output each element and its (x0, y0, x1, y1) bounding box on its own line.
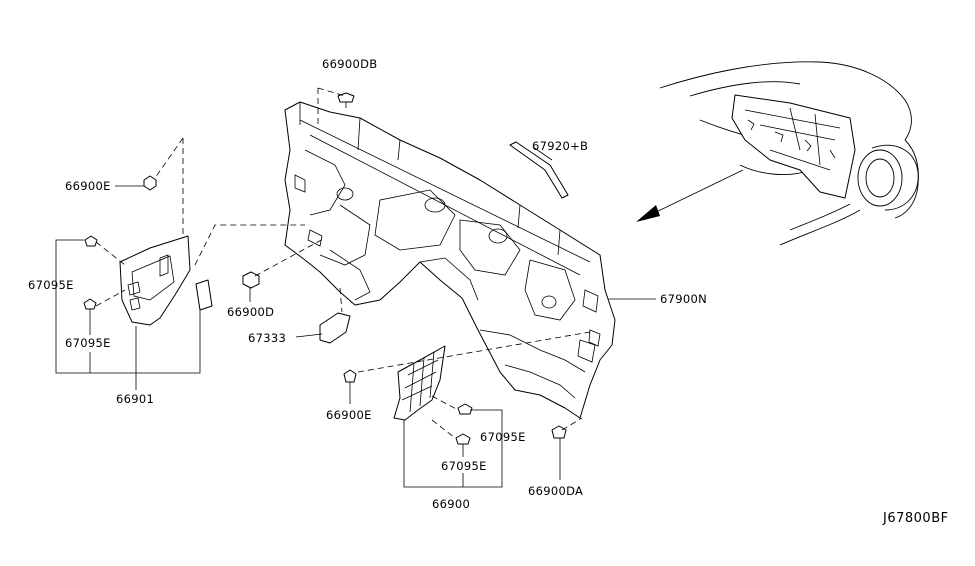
clip-66900DA (551, 425, 567, 439)
label-67095E-b: 67095E (65, 336, 111, 350)
label-67900N: 67900N (660, 292, 707, 306)
lower-panel-66900 (393, 345, 446, 421)
dashed-relations (95, 87, 591, 439)
label-67333: 67333 (248, 331, 286, 345)
clip-67095E-a (84, 235, 98, 247)
label-66900DB: 66900DB (322, 57, 377, 71)
diagram-code: J67800BF (882, 511, 949, 526)
label-67095E-a: 67095E (28, 278, 74, 292)
label-67095E-c: 67095E (480, 430, 526, 444)
label-67920B: 67920+B (532, 139, 588, 153)
side-panel-66901 (119, 235, 213, 326)
label-66901: 66901 (116, 392, 154, 406)
label-66900: 66900 (432, 497, 470, 511)
clip-67095E-c (457, 403, 473, 415)
dash-insulator-67900N (284, 101, 616, 419)
pad-67333 (319, 312, 351, 344)
strip-67920B (509, 141, 569, 199)
leader-lines (55, 146, 656, 488)
label-66900DA: 66900DA (528, 484, 583, 498)
clip-67095E-d (455, 433, 471, 445)
vehicle-location-inset (636, 61, 919, 246)
clip-66900D (242, 271, 260, 289)
label-66900D: 66900D (227, 305, 274, 319)
label-67095E-d: 67095E (441, 459, 487, 473)
clip-66900DB (337, 92, 355, 108)
clip-67095E-b (83, 298, 97, 310)
clip-66900E-top (143, 175, 157, 191)
label-66900E-top: 66900E (65, 179, 111, 193)
clip-66900E-bottom (343, 369, 357, 383)
label-66900E-bottom: 66900E (326, 408, 372, 422)
